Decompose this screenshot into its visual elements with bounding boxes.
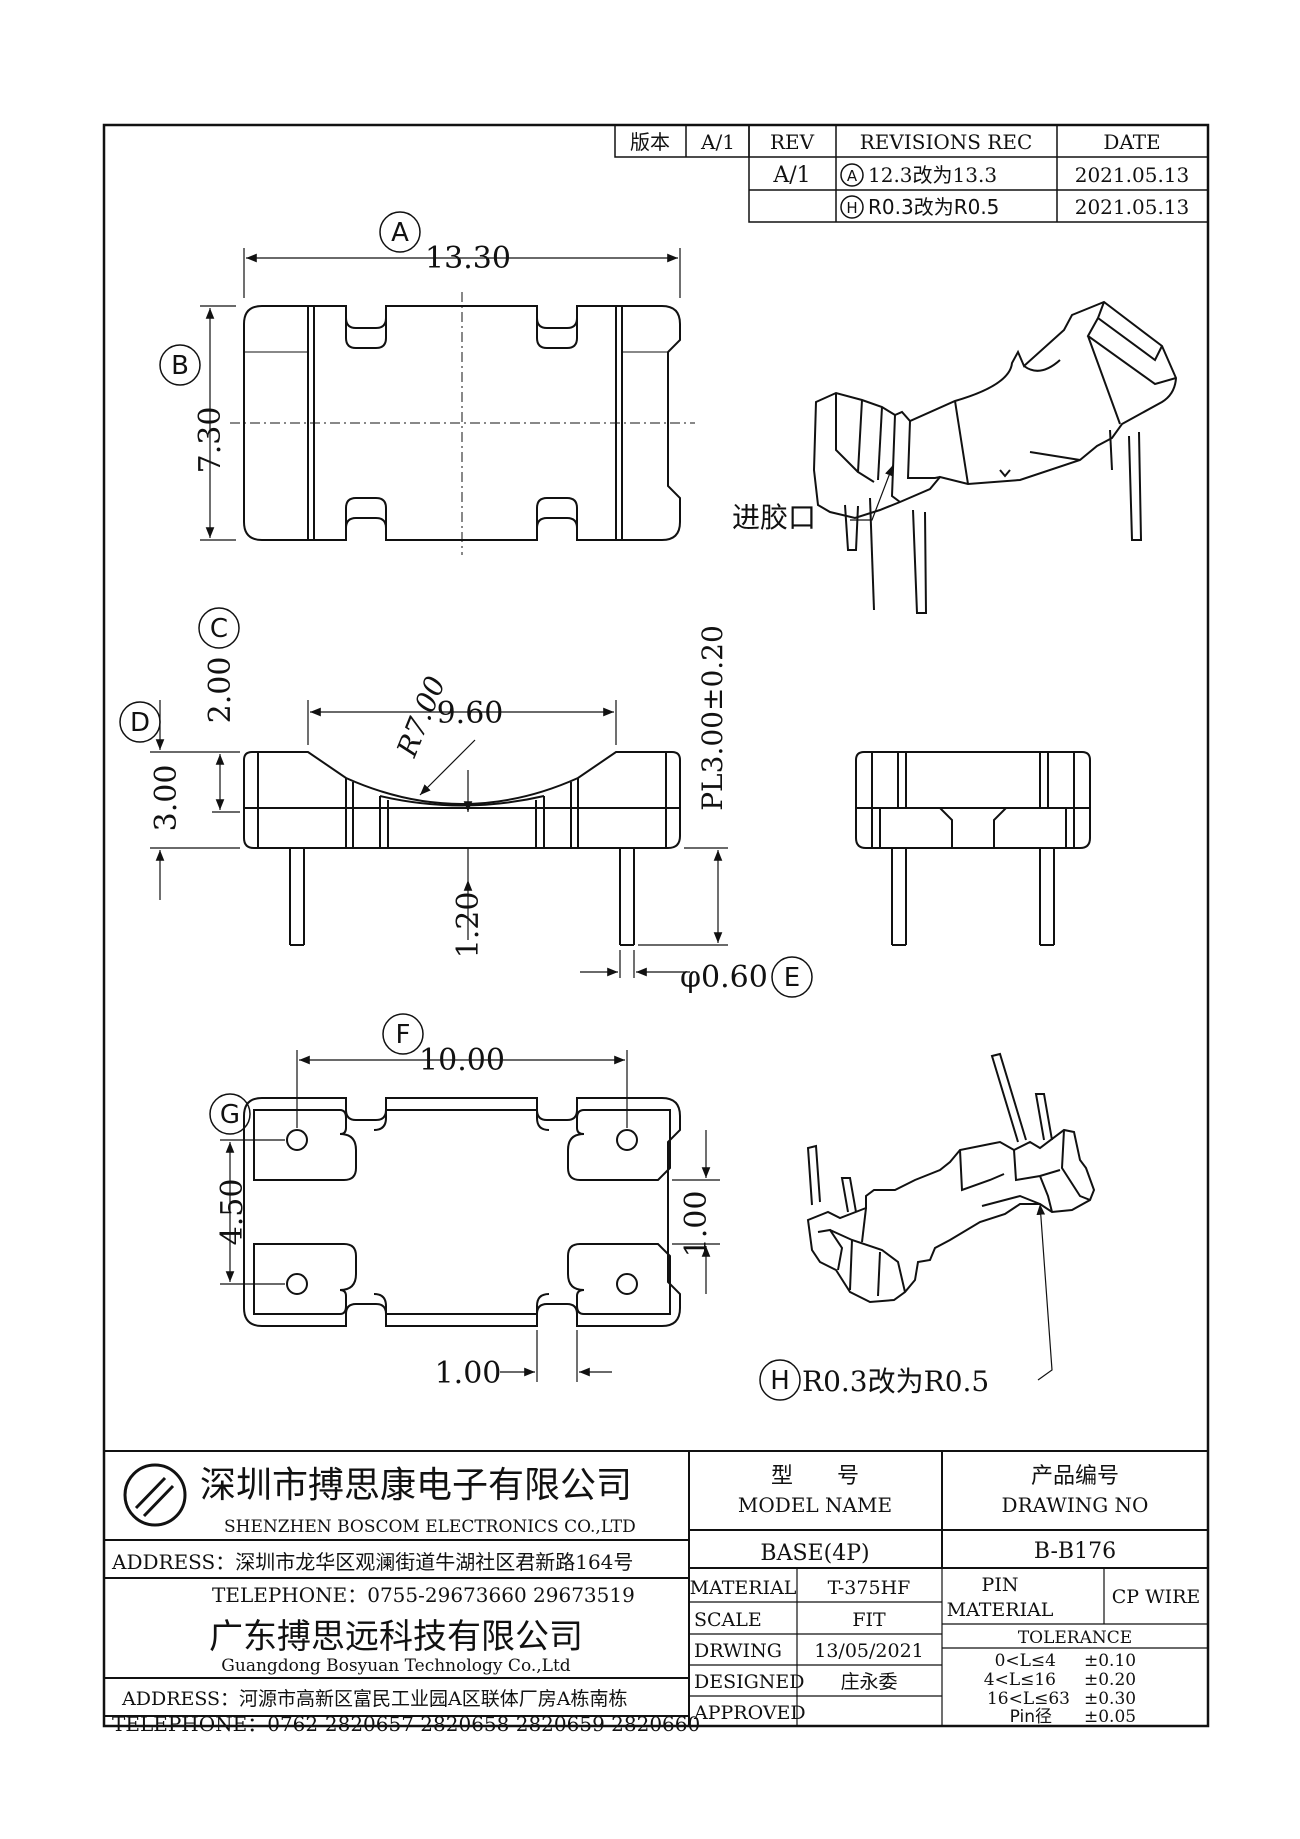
iso-note: R0.3改为R0.5	[802, 1365, 989, 1398]
dim-pin-length: PL3.00±0.20	[696, 625, 729, 811]
revision-table	[614, 124, 1209, 223]
date-header: DATE	[1103, 130, 1160, 154]
version-label: 版本	[630, 130, 670, 154]
callout-d: D	[130, 708, 150, 738]
tol-value-3: ±0.30	[1084, 1689, 1136, 1709]
scale-value: FIT	[852, 1609, 886, 1631]
callout-a: A	[391, 218, 409, 248]
callout-b: B	[171, 351, 189, 381]
dim-saddle-width: 9.60	[437, 696, 504, 731]
callout-e-circle	[771, 956, 813, 998]
tol-range-1: 0<L≤4	[995, 1651, 1056, 1671]
rev-row1-mark-circle	[840, 163, 864, 187]
version-value: A/1	[700, 130, 735, 154]
dim-slot-bottom: 1.00	[435, 1356, 502, 1391]
model-en: MODEL NAME	[738, 1493, 892, 1517]
tol-value-1: ±0.10	[1084, 1651, 1136, 1671]
callout-c-circle	[198, 607, 240, 649]
drawing-en: DRAWING NO	[1002, 1493, 1149, 1517]
tol-value-2: ±0.20	[1084, 1670, 1136, 1690]
callout-e: E	[784, 963, 800, 993]
dim-top-height: 7.30	[193, 407, 228, 474]
rev-row1-text: 12.3改为13.3	[868, 163, 997, 187]
pin-material-label-2: MATERIAL	[947, 1599, 1054, 1621]
telephone1: TELEPHONE：0755-29673660 29673519	[212, 1583, 635, 1607]
note-leader	[1036, 1203, 1053, 1381]
address1: ADDRESS：深圳市龙华区观澜街道牛湖社区君新路164号	[111, 1550, 633, 1574]
pin-material-label-1: PIN	[982, 1574, 1019, 1596]
callout-b-circle	[159, 344, 201, 386]
rev-row2-mark: H	[846, 199, 857, 217]
model-cn: 型 号	[771, 1464, 859, 1489]
callout-h: H	[770, 1366, 790, 1396]
company2-en: Guangdong Bosyuan Technology Co.,Ltd	[221, 1656, 571, 1676]
callout-c: C	[210, 614, 228, 644]
callout-f: F	[396, 1020, 411, 1050]
revisions-header: REVISIONS REC	[860, 130, 1033, 154]
drawing-value: B-B176	[1034, 1539, 1116, 1564]
side-view	[855, 751, 1091, 946]
address2: ADDRESS：河源市高新区富民工业园A区联体厂房A栋南栋	[121, 1688, 628, 1710]
gate-leader	[850, 464, 894, 521]
rev-row2-date: 2021.05.13	[1075, 195, 1190, 219]
company-logo	[123, 1463, 187, 1527]
dim-top-width: 13.30	[425, 241, 511, 276]
drawing-cn: 产品编号	[1031, 1464, 1119, 1489]
scale-label: SCALE	[694, 1609, 762, 1631]
bottom-view	[243, 1097, 681, 1327]
dim-body-height: 3.00	[149, 765, 184, 832]
top-dim-lines	[200, 248, 681, 541]
callout-f-circle	[382, 1013, 424, 1055]
dim-slot-right: 1.00	[679, 1191, 714, 1258]
dim-pin-diameter: φ0.60	[680, 960, 768, 995]
rev-row2-mark-circle	[840, 195, 864, 219]
drwing-label: DRWING	[694, 1640, 782, 1662]
pin-material-value: CP WIRE	[1112, 1586, 1201, 1608]
dim-pin-offset: 1.20	[451, 892, 486, 959]
company1-en: SHENZHEN BOSCOM ELECTRONICS CO.,LTD	[224, 1517, 636, 1537]
iso-view-2	[806, 1052, 1096, 1304]
tol-range-2: 4<L≤16	[984, 1670, 1056, 1690]
designed-value: 庄永委	[840, 1671, 897, 1693]
iso-view-1	[812, 300, 1178, 614]
telephone2: TELEPHONE：0762-2820657 2820658 2820659 2…	[112, 1712, 700, 1736]
approved-label: APPROVED	[693, 1702, 806, 1724]
callout-g-circle	[209, 1093, 251, 1135]
rev-row1-rev: A/1	[772, 163, 810, 188]
material-label: MATERIAL	[690, 1577, 797, 1599]
drwing-value: 13/05/2021	[814, 1640, 924, 1662]
top-view-centerlines	[230, 292, 695, 555]
callout-h-circle	[759, 1359, 801, 1401]
callout-g: G	[220, 1100, 240, 1130]
front-dim-lines	[150, 700, 728, 978]
callout-d-circle	[119, 701, 161, 743]
rev-row1-mark: A	[847, 167, 858, 185]
rev-row1-date: 2021.05.13	[1075, 163, 1190, 187]
tolerance-label: TOLERANCE	[1018, 1628, 1132, 1648]
company2-cn: 广东搏思远科技有限公司	[209, 1617, 583, 1657]
dim-pin-pitch-y: 4.50	[215, 1179, 250, 1246]
tol-range-4: Pin径	[1010, 1707, 1052, 1727]
material-value: T-375HF	[828, 1577, 911, 1599]
dim-pin-pitch-x: 10.00	[419, 1043, 505, 1078]
top-view	[243, 305, 681, 541]
tol-range-3: 16<L≤63	[987, 1689, 1070, 1709]
rev-row2-text: R0.3改为R0.5	[868, 195, 999, 219]
callout-a-circle	[379, 211, 421, 253]
tol-value-4: ±0.05	[1084, 1707, 1136, 1727]
dim-c-height: 2.00	[203, 657, 238, 724]
model-value: BASE(4P)	[760, 1541, 869, 1566]
front-view	[243, 751, 681, 946]
rev-header: REV	[770, 130, 815, 154]
company1-cn: 深圳市搏思康电子有限公司	[200, 1465, 632, 1506]
gate-label: 进胶口	[732, 501, 816, 534]
title-block-grid	[104, 1450, 1208, 1726]
designed-label: DESIGNED	[694, 1671, 805, 1693]
bottom-dim-lines	[220, 1050, 720, 1382]
